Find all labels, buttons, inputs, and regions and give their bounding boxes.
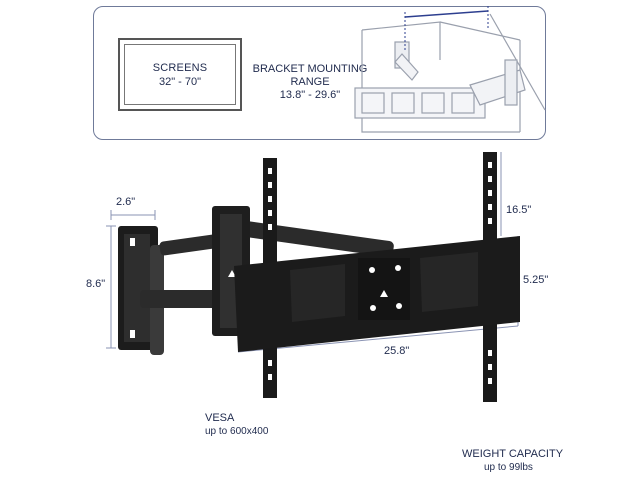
dim-wall-plate-depth: 2.6"	[116, 196, 136, 208]
dim-wall-plate-height: 8.6"	[86, 278, 106, 290]
weight-capacity-title: WEIGHT CAPACITY	[462, 448, 564, 460]
screen-inner-frame	[124, 44, 236, 105]
wall-plate	[118, 226, 158, 350]
weight-capacity-subtitle: up to 99lbs	[484, 462, 533, 473]
screen-size-icon	[118, 38, 242, 111]
vesa-title: VESA	[205, 412, 235, 424]
bracket-mounting-range: 13.8" - 29.6"	[279, 89, 341, 101]
screens-title: SCREENS	[152, 62, 208, 74]
dim-plate-height: 5.25"	[523, 274, 549, 286]
dim-rail-height: 16.5"	[506, 204, 532, 216]
bracket-mounting-title: BRACKET MOUNTING RANGE	[252, 63, 368, 88]
screens-range: 32" - 70"	[158, 76, 202, 88]
dim-plate-width: 25.8"	[384, 345, 410, 357]
vesa-subtitle: up to 600x400	[205, 426, 269, 437]
